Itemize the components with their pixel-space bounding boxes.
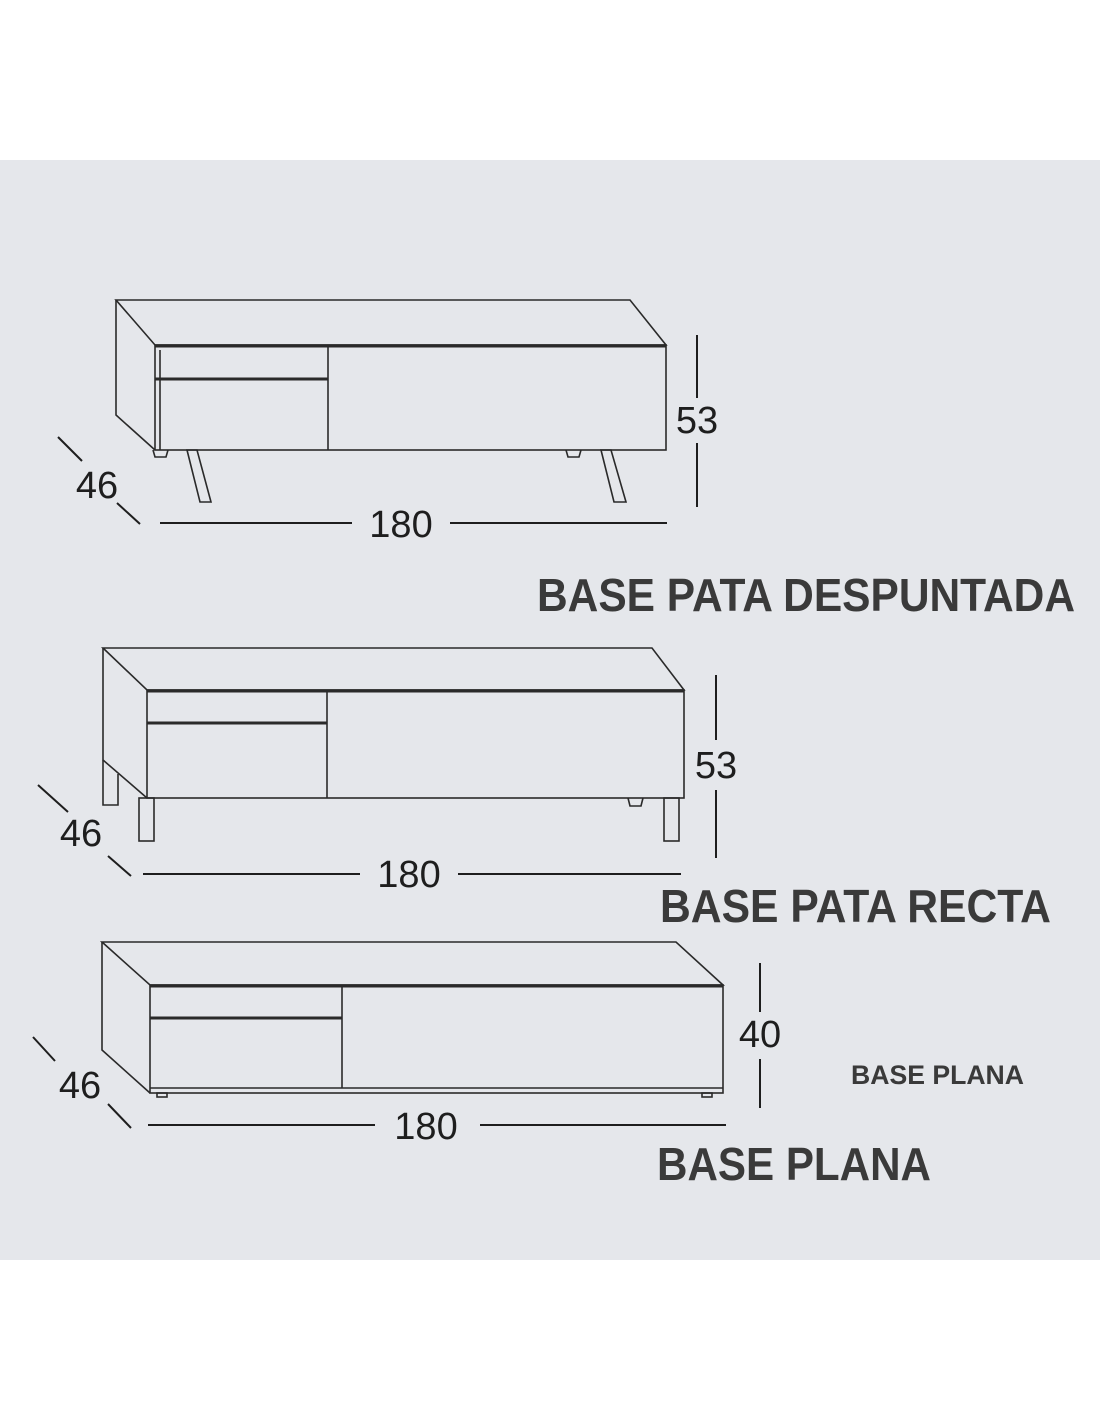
leg-front-left (185, 449, 213, 503)
cabinet-front (154, 344, 667, 451)
depth-label: 46 (59, 1065, 101, 1107)
width-label: 180 (377, 854, 440, 896)
leg-front-left (138, 797, 155, 842)
variant-title: BASE PATA DESPUNTADA (537, 569, 1075, 621)
leg-front-right (599, 449, 628, 503)
dimensions-3: 40 46 180 (32, 963, 781, 1148)
cabinet-top (101, 647, 686, 691)
cabinet-side (102, 648, 148, 799)
leg-back-right (627, 797, 644, 807)
width-label: 180 (369, 504, 432, 546)
leg-back-left (152, 449, 169, 458)
height-label: 53 (676, 400, 718, 442)
cabinet-top (99, 941, 726, 986)
width-label: 180 (394, 1106, 457, 1148)
cabinet-front (149, 984, 724, 1094)
cabinet-pata-despuntada (114, 299, 668, 503)
leg-front-right (663, 797, 680, 842)
variant-title: BASE PLANA (657, 1138, 931, 1190)
height-label: 53 (695, 745, 737, 787)
cabinet-pata-recta (101, 647, 686, 842)
leg-back-left (102, 760, 119, 806)
dimensions-2: 53 46 180 (37, 675, 737, 896)
diagram-background (0, 160, 1100, 1260)
cabinet-top (114, 299, 668, 346)
depth-label: 46 (60, 813, 102, 855)
cabinet-front (146, 689, 685, 799)
cabinet-side (101, 942, 151, 1094)
depth-label: 46 (76, 465, 118, 507)
leg-back-right (565, 449, 582, 458)
height-label: 40 (739, 1014, 781, 1056)
cabinet-side (115, 300, 156, 451)
cabinet-base-plana (99, 941, 726, 1098)
dimensions-1: 53 46 180 (57, 335, 718, 546)
variant-subtitle: BASE PLANA (851, 1060, 1024, 1090)
variant-title: BASE PATA RECTA (660, 880, 1051, 932)
